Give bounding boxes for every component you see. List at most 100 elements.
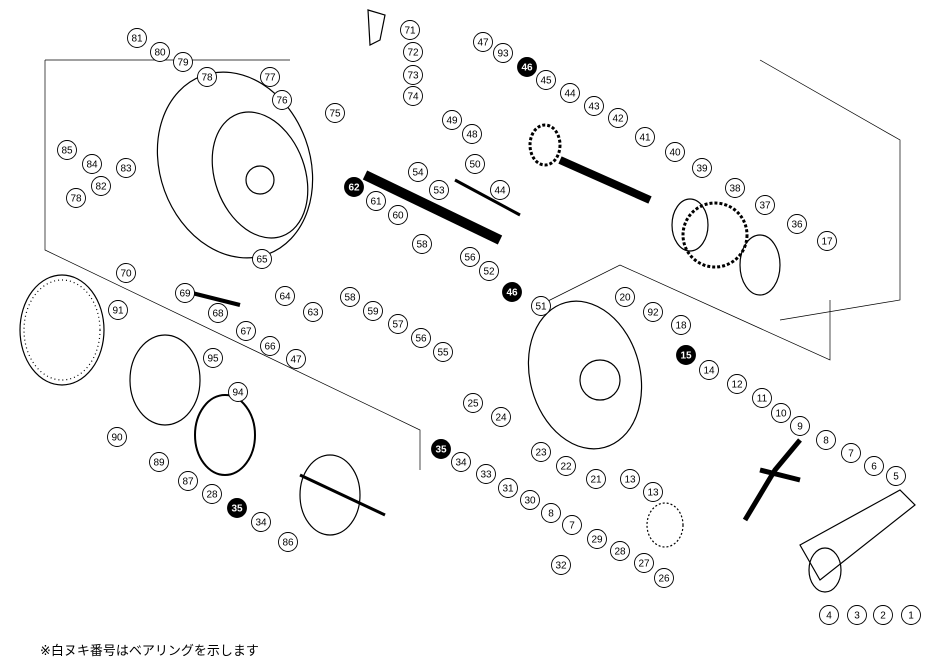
label-circle xyxy=(57,140,77,160)
part-label: 91 xyxy=(108,300,128,320)
part-number: 71 xyxy=(404,26,416,37)
part-label: 20 xyxy=(615,287,635,307)
part-number: 13 xyxy=(624,475,636,486)
part-label: 47 xyxy=(286,349,306,369)
part-number: 25 xyxy=(467,399,479,410)
label-circle xyxy=(727,374,747,394)
part-label: 81 xyxy=(127,28,147,48)
label-circle xyxy=(278,532,298,552)
part-number: 11 xyxy=(757,394,768,405)
part-label: 72 xyxy=(403,42,423,62)
part-number: 34 xyxy=(255,518,267,529)
part-number: 4 xyxy=(826,611,832,622)
part-label: 40 xyxy=(665,142,685,162)
worm-shaft-part xyxy=(454,178,521,217)
part-label: 30 xyxy=(520,490,540,510)
part-number: 69 xyxy=(179,289,191,300)
part-label: 75 xyxy=(325,103,345,123)
label-circle xyxy=(403,86,423,106)
part-number: 46 xyxy=(506,288,518,299)
part-number: 78 xyxy=(201,73,213,84)
bearing-part-label: 46 xyxy=(517,57,537,77)
part-label: 85 xyxy=(57,140,77,160)
label-circle xyxy=(252,249,272,269)
label-circle xyxy=(91,176,111,196)
part-number: 56 xyxy=(415,334,427,345)
part-number: 41 xyxy=(639,133,651,144)
label-circle xyxy=(236,321,256,341)
washer-part xyxy=(671,198,709,252)
label-circle xyxy=(363,301,383,321)
part-label: 28 xyxy=(202,484,222,504)
part-number: 55 xyxy=(437,348,449,359)
part-number: 9 xyxy=(797,422,803,433)
label-circle xyxy=(886,466,906,486)
part-label: 51 xyxy=(531,296,551,316)
label-circle xyxy=(116,263,136,283)
label-circle xyxy=(541,503,561,523)
part-label: 42 xyxy=(608,108,628,128)
part-number: 54 xyxy=(412,168,424,179)
part-number: 56 xyxy=(464,253,476,264)
part-number: 47 xyxy=(477,38,489,49)
part-label: 12 xyxy=(727,374,747,394)
part-number: 57 xyxy=(392,320,404,331)
part-number: 75 xyxy=(329,109,341,120)
part-number: 58 xyxy=(416,240,428,251)
part-label: 7 xyxy=(841,443,861,463)
part-label: 67 xyxy=(236,321,256,341)
part-number: 72 xyxy=(407,48,419,59)
label-circle xyxy=(388,205,408,225)
part-number: 59 xyxy=(367,307,379,318)
part-number: 82 xyxy=(95,182,107,193)
part-number: 58 xyxy=(344,293,356,304)
label-circle xyxy=(901,605,921,625)
part-label: 7 xyxy=(562,515,582,535)
part-number: 34 xyxy=(455,458,467,469)
part-label: 63 xyxy=(303,302,323,322)
part-number: 83 xyxy=(120,164,132,175)
part-number: 28 xyxy=(614,547,626,558)
handle-knob-part xyxy=(808,547,842,593)
part-number: 3 xyxy=(854,611,860,622)
part-label: 3 xyxy=(847,605,867,625)
part-label: 89 xyxy=(149,452,169,472)
label-circle xyxy=(752,388,772,408)
part-label: 61 xyxy=(366,191,386,211)
part-label: 95 xyxy=(203,348,223,368)
part-label: 11 xyxy=(752,388,772,408)
label-circle xyxy=(82,154,102,174)
pinion-shaft-part xyxy=(362,170,503,245)
part-label: 49 xyxy=(442,110,462,130)
part-number: 93 xyxy=(497,49,509,60)
part-number: 26 xyxy=(658,574,670,585)
part-label: 36 xyxy=(787,214,807,234)
label-circle xyxy=(787,214,807,234)
part-label: 28 xyxy=(610,541,630,561)
label-circle xyxy=(725,178,745,198)
part-label: 48 xyxy=(462,124,482,144)
frame-part xyxy=(156,71,314,259)
label-circle xyxy=(498,478,518,498)
label-circle xyxy=(610,541,630,561)
label-circle xyxy=(227,498,247,518)
label-circle xyxy=(531,296,551,316)
part-label: 32 xyxy=(551,555,571,575)
label-circle xyxy=(202,484,222,504)
part-number: 28 xyxy=(206,490,218,501)
part-number: 1 xyxy=(908,611,914,622)
part-label: 56 xyxy=(411,328,431,348)
part-number: 46 xyxy=(521,63,533,74)
part-number: 68 xyxy=(212,309,224,320)
part-label: 58 xyxy=(340,287,360,307)
label-circle xyxy=(208,303,228,323)
label-circle xyxy=(431,439,451,459)
label-circle xyxy=(643,302,663,322)
part-label: 64 xyxy=(275,286,295,306)
part-number: 95 xyxy=(207,354,219,365)
label-circle xyxy=(228,382,248,402)
part-number: 64 xyxy=(279,292,291,303)
part-number: 6 xyxy=(871,462,877,473)
